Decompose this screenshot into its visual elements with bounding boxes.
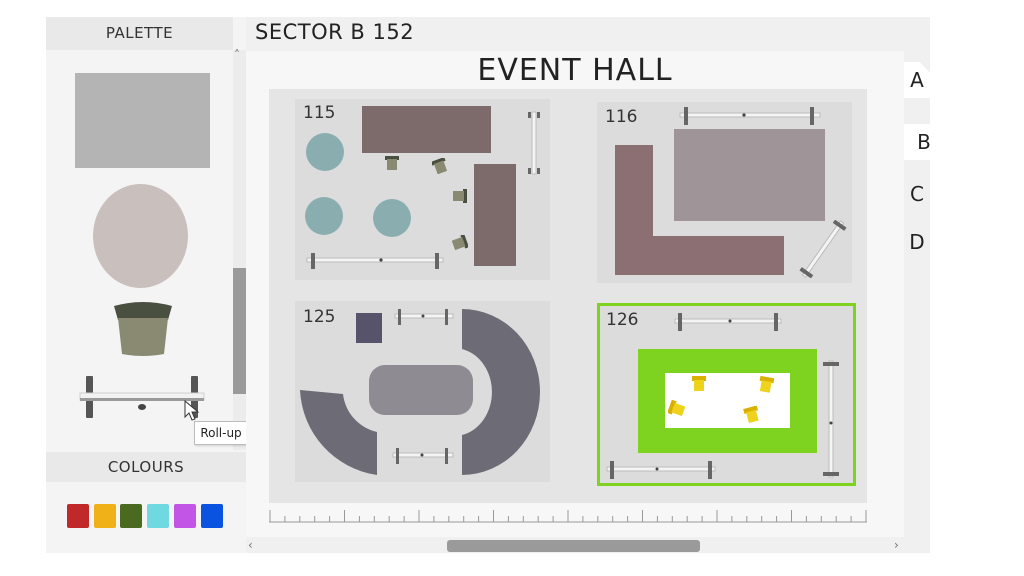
- roll-up[interactable]: [798, 220, 848, 278]
- ruler: [269, 510, 867, 523]
- top-bar: [246, 17, 930, 51]
- roll-up[interactable]: [673, 312, 783, 332]
- room-number: 126: [606, 310, 639, 330]
- chair[interactable]: [743, 406, 761, 424]
- colour-swatch[interactable]: [120, 504, 143, 528]
- palette-roll-up[interactable]: [78, 374, 206, 420]
- colour-swatch[interactable]: [200, 504, 223, 528]
- roll-up[interactable]: [526, 110, 542, 176]
- round-table[interactable]: [373, 199, 411, 237]
- rectangle-table[interactable]: [674, 129, 825, 221]
- palette-scroll-thumb[interactable]: [233, 268, 246, 394]
- l-shaped-table[interactable]: [615, 145, 785, 276]
- square-table[interactable]: [356, 313, 382, 343]
- palette-title: PALETTE: [46, 17, 233, 50]
- chair[interactable]: [432, 158, 448, 174]
- roll-up[interactable]: [678, 106, 822, 126]
- tab-c[interactable]: C: [910, 182, 924, 206]
- scroll-left-icon[interactable]: ‹: [248, 538, 253, 552]
- roll-up[interactable]: [605, 460, 717, 480]
- round-table[interactable]: [306, 133, 344, 171]
- room-number: 125: [303, 307, 336, 327]
- colour-swatch[interactable]: [93, 504, 116, 528]
- palette-chair[interactable]: [108, 302, 178, 358]
- roll-up[interactable]: [391, 447, 455, 465]
- colour-swatch[interactable]: [173, 504, 196, 528]
- palette-rectangle-table[interactable]: [75, 73, 210, 168]
- scroll-up-icon[interactable]: ˄: [234, 48, 240, 62]
- rollup-tooltip: Roll-up: [194, 421, 248, 445]
- palette-round-table[interactable]: [93, 184, 188, 288]
- round-table[interactable]: [305, 197, 343, 235]
- oval-table[interactable]: [369, 365, 473, 415]
- room-number: 115: [303, 103, 336, 123]
- roll-up[interactable]: [305, 252, 445, 270]
- colours-title: COLOURS: [46, 452, 246, 482]
- chair[interactable]: [452, 235, 468, 251]
- tab-d[interactable]: D: [909, 230, 925, 254]
- roll-up[interactable]: [822, 359, 840, 479]
- colour-swatch[interactable]: [147, 504, 170, 528]
- horizontal-scroll-thumb[interactable]: [447, 540, 700, 552]
- rectangle-table[interactable]: [362, 106, 491, 153]
- chair[interactable]: [757, 376, 775, 394]
- mouse-cursor-icon: [184, 400, 200, 421]
- chair[interactable]: [452, 188, 468, 204]
- event-hall-title: EVENT HALL: [477, 53, 673, 88]
- colour-swatch[interactable]: [67, 504, 89, 528]
- chair[interactable]: [690, 375, 708, 393]
- scroll-right-icon[interactable]: ›: [894, 538, 899, 552]
- room-number: 116: [605, 107, 638, 127]
- tab-b[interactable]: B: [904, 124, 944, 160]
- rectangle-table[interactable]: [474, 164, 516, 266]
- chair[interactable]: [384, 155, 400, 171]
- curved-table[interactable]: [295, 301, 550, 482]
- sector-title: SECTOR B 152: [255, 20, 415, 44]
- chair[interactable]: [668, 400, 686, 418]
- roll-up[interactable]: [393, 308, 455, 326]
